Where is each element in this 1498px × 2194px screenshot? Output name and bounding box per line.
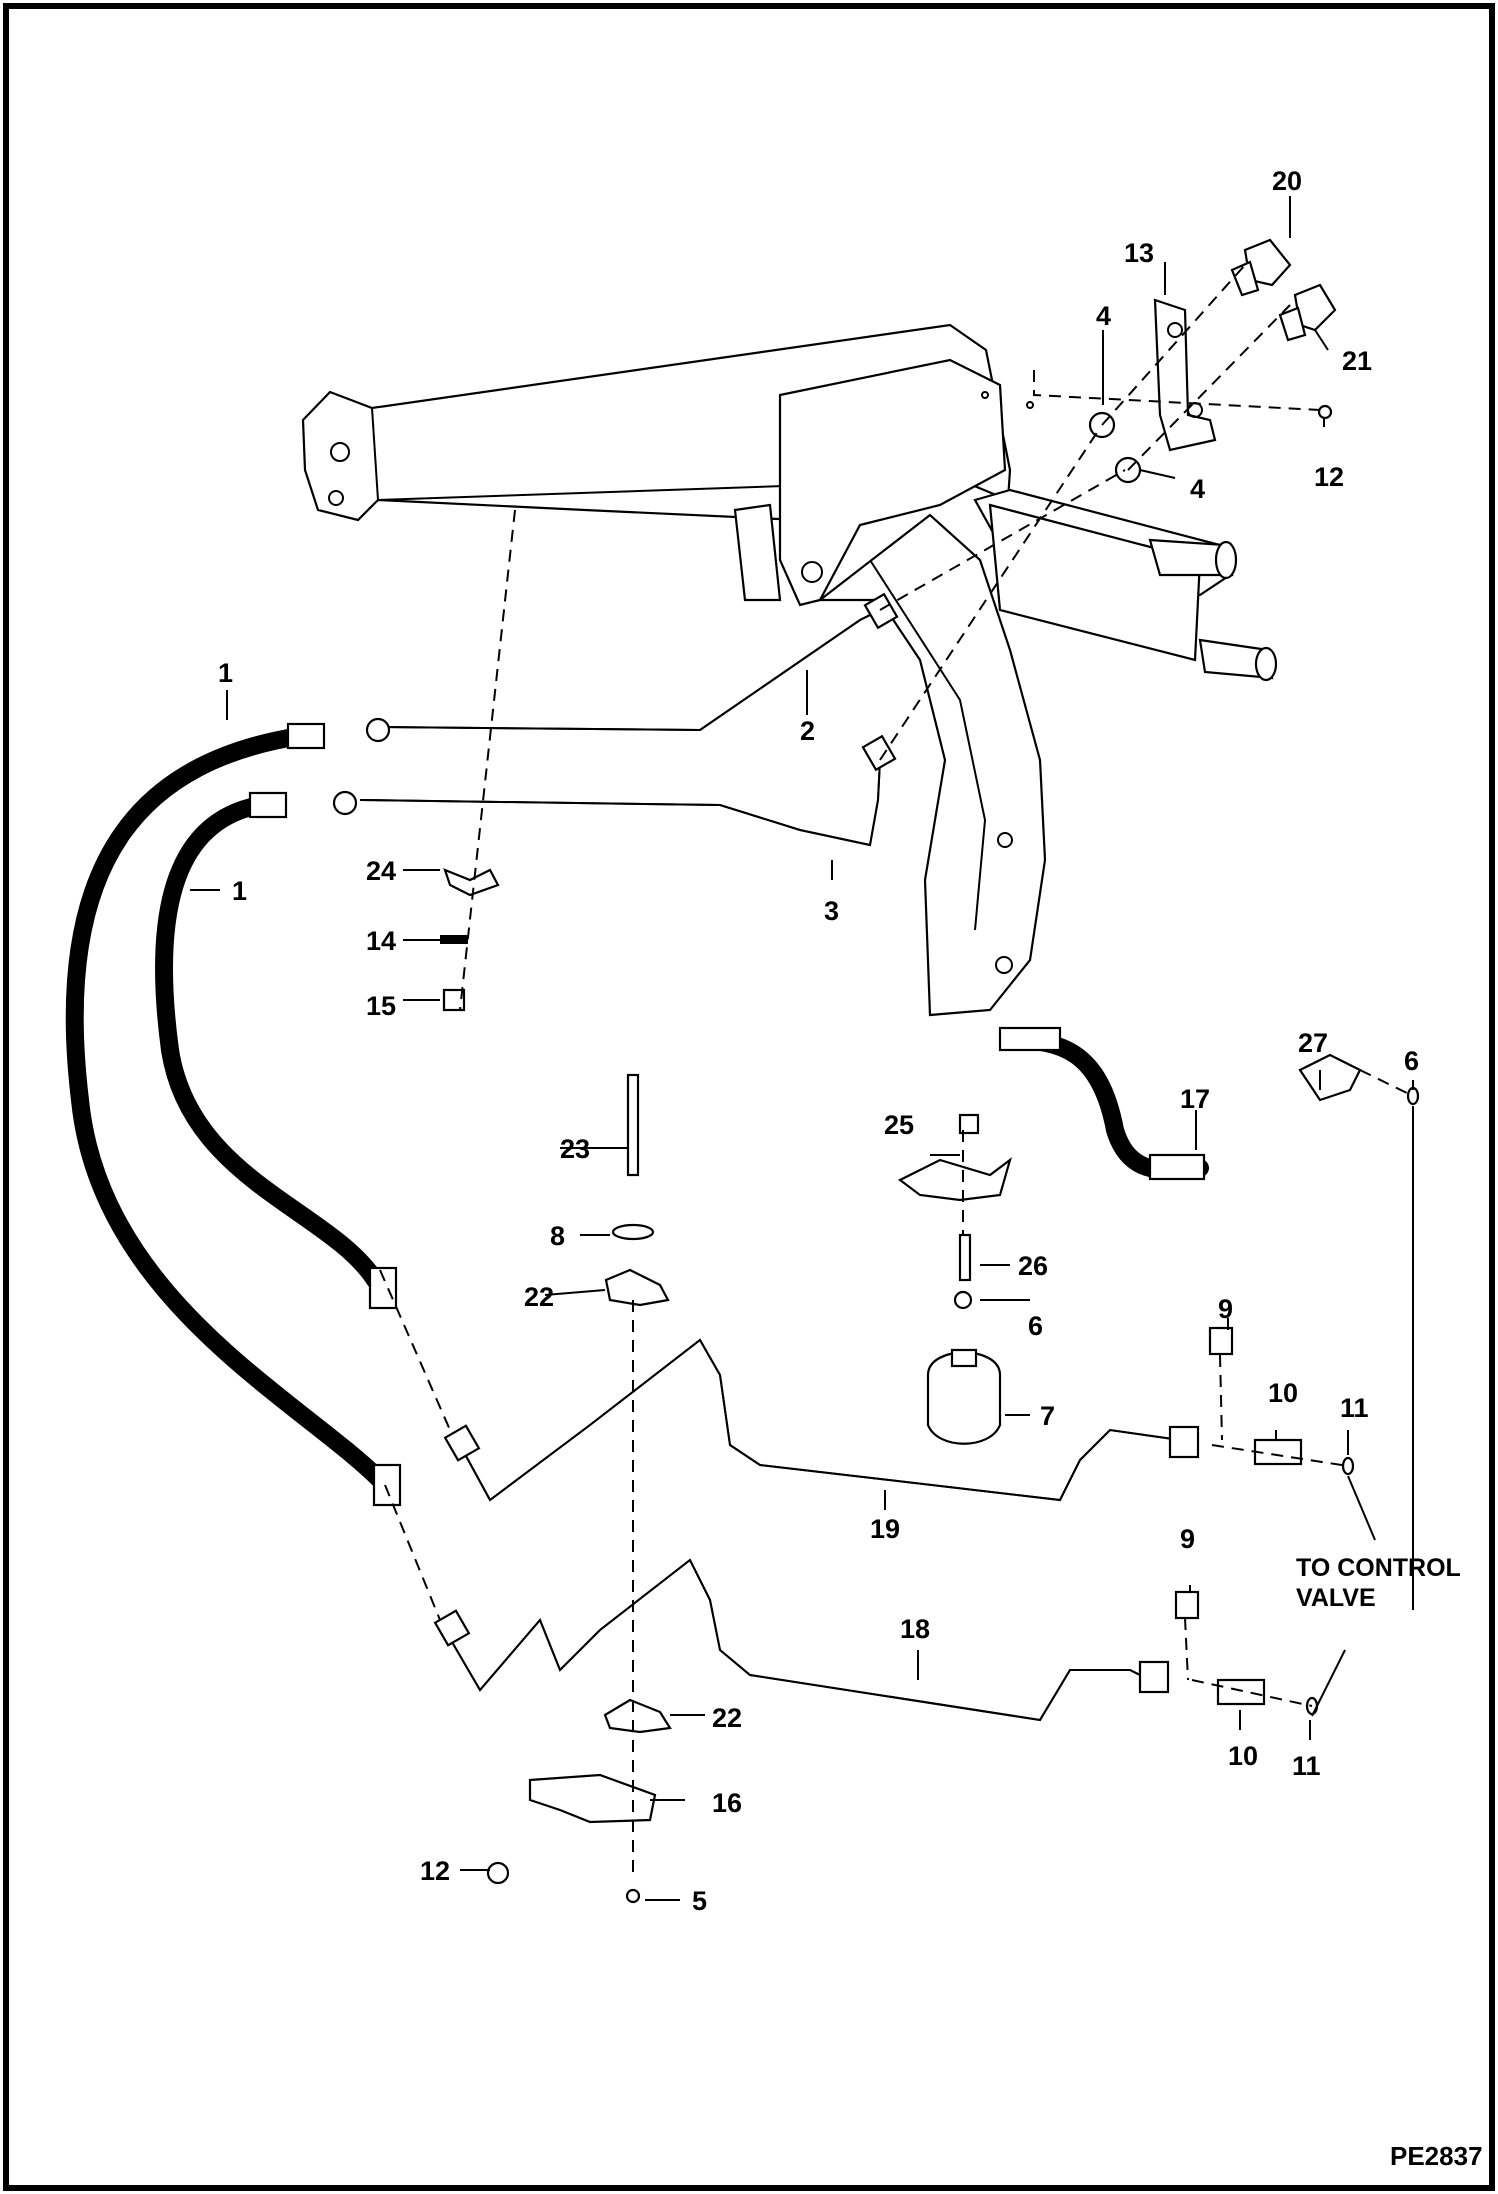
callout-11-lower: 11	[1292, 1751, 1321, 1781]
coupler-bracket	[1088, 238, 1337, 484]
callout-8: 8	[550, 1221, 565, 1251]
small-parts	[440, 868, 1420, 1904]
callout-23: 23	[560, 1134, 590, 1164]
callout-leaders	[190, 196, 1414, 1901]
steel-tubes-upper	[332, 592, 899, 847]
callout-6-lower: 6	[1028, 1311, 1043, 1341]
callout-18: 18	[900, 1614, 930, 1644]
callout-3: 3	[824, 896, 839, 926]
callout-1-lower: 1	[232, 876, 247, 906]
callout-21: 21	[1342, 346, 1372, 376]
callout-6-upper: 6	[1404, 1046, 1419, 1076]
callout-22-lower: 22	[712, 1703, 742, 1733]
callout-2: 2	[800, 716, 815, 746]
callout-13: 13	[1124, 238, 1154, 268]
callout-7: 7	[1040, 1401, 1055, 1431]
callout-10-lower: 10	[1228, 1741, 1258, 1771]
callout-4-lower: 4	[1190, 474, 1205, 504]
callout-9-upper: 9	[1218, 1294, 1233, 1324]
steel-tubes-lower	[433, 1338, 1200, 1722]
callout-19: 19	[870, 1514, 900, 1544]
callout-12-lower: 12	[420, 1856, 450, 1886]
spring-14	[440, 935, 468, 944]
callout-16: 16	[712, 1788, 742, 1818]
callout-17: 17	[1180, 1084, 1210, 1114]
callout-10-upper: 10	[1268, 1378, 1298, 1408]
callout-26: 26	[1018, 1251, 1048, 1281]
callout-25: 25	[884, 1110, 914, 1140]
callout-9-lower: 9	[1180, 1524, 1195, 1554]
callout-11-upper: 11	[1340, 1393, 1369, 1423]
figure-code: PE2837	[1390, 2141, 1483, 2171]
callout-14: 14	[366, 926, 396, 956]
diagram-frame	[3, 3, 1495, 2191]
note-to-control-valve-line2: VALVE	[1296, 1584, 1376, 1612]
note-to-control-valve-line1: TO CONTROL	[1296, 1554, 1461, 1582]
callout-5: 5	[692, 1886, 707, 1916]
callout-20: 20	[1272, 166, 1302, 196]
callout-22-upper: 22	[524, 1282, 554, 1312]
callout-labels: 1 1 2 3 4 4 5 6 6 7 8 9 9 10 10 11 11 12…	[218, 166, 1419, 1916]
hoses	[65, 722, 1209, 1507]
callout-1-upper: 1	[218, 658, 233, 688]
callout-15: 15	[366, 991, 396, 1021]
callout-12-upper: 12	[1314, 462, 1344, 492]
dashed-leaders	[379, 264, 1414, 1880]
callout-27: 27	[1298, 1028, 1328, 1058]
callout-4-upper: 4	[1096, 301, 1111, 331]
callout-24: 24	[366, 856, 396, 886]
loader-frame	[301, 323, 1278, 1017]
